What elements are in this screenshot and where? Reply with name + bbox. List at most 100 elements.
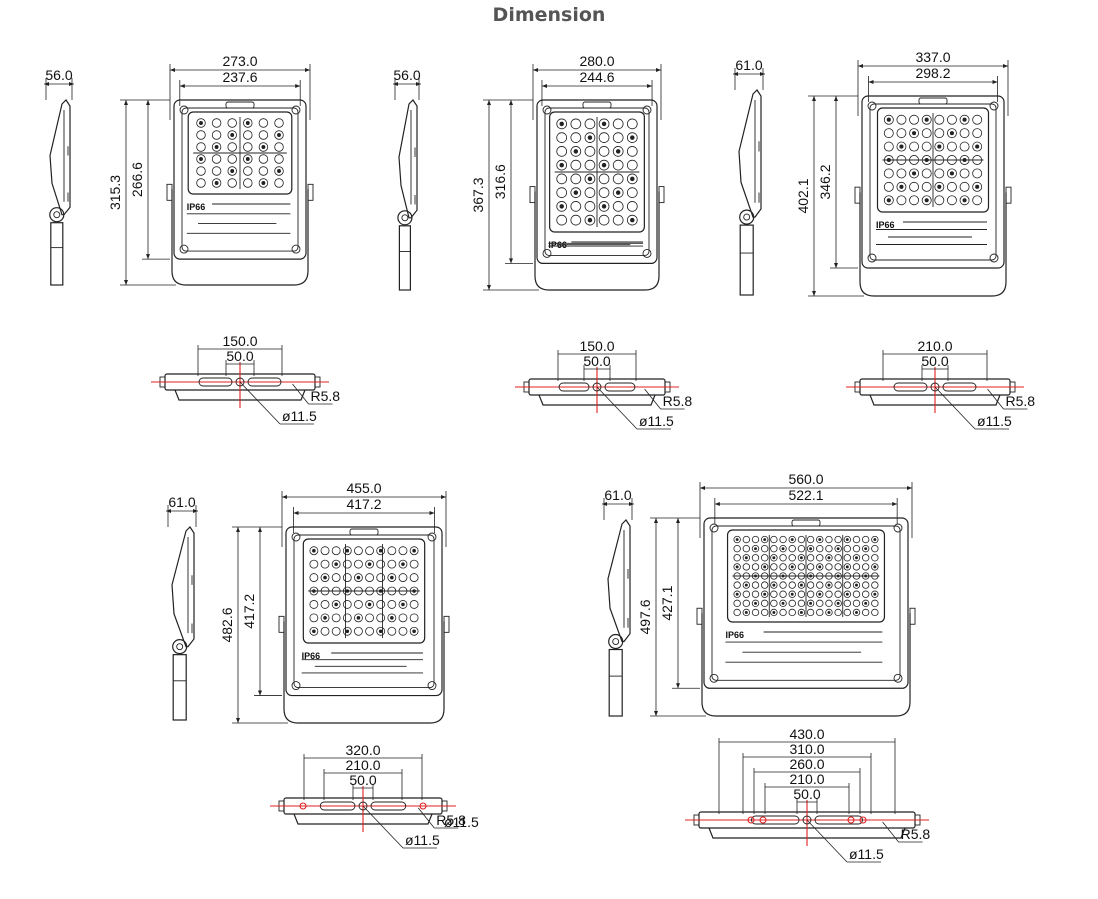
led-core bbox=[573, 190, 579, 195]
led bbox=[761, 544, 769, 553]
led bbox=[770, 581, 778, 589]
led-core bbox=[827, 556, 831, 560]
mount-slot bbox=[751, 815, 800, 825]
mount-bracket bbox=[859, 192, 1007, 297]
led bbox=[211, 154, 222, 164]
side-depth-label: 61.0 bbox=[735, 57, 762, 73]
led bbox=[816, 535, 824, 544]
led-core bbox=[356, 575, 361, 580]
led bbox=[598, 214, 610, 226]
led-core bbox=[827, 610, 831, 614]
led bbox=[584, 118, 596, 130]
housing bbox=[536, 99, 658, 264]
led bbox=[751, 563, 760, 571]
led bbox=[376, 546, 386, 556]
led bbox=[211, 130, 222, 140]
led bbox=[309, 559, 319, 569]
led bbox=[883, 195, 894, 206]
led bbox=[843, 563, 851, 571]
side-body bbox=[738, 89, 762, 218]
led-core bbox=[763, 565, 767, 569]
led bbox=[806, 590, 815, 598]
mount-slot bbox=[319, 801, 356, 811]
arrowhead bbox=[295, 84, 301, 88]
led bbox=[843, 590, 851, 598]
led bbox=[751, 608, 760, 617]
led bbox=[921, 181, 932, 192]
led bbox=[834, 544, 842, 553]
side-detail bbox=[623, 530, 629, 628]
led bbox=[342, 573, 352, 582]
led bbox=[871, 554, 879, 562]
led bbox=[196, 166, 206, 176]
led-core bbox=[323, 616, 327, 620]
led bbox=[584, 187, 596, 198]
slot-radius-label: R5.8 bbox=[663, 393, 693, 409]
led bbox=[751, 581, 760, 589]
led-core bbox=[754, 601, 757, 605]
arrowhead bbox=[812, 291, 816, 296]
line bbox=[417, 807, 435, 829]
bracket-pivot-center bbox=[743, 213, 751, 221]
led-core bbox=[378, 629, 383, 634]
led-core bbox=[615, 149, 621, 154]
led bbox=[788, 590, 796, 598]
screw-icon bbox=[642, 105, 652, 115]
led bbox=[834, 590, 842, 598]
led bbox=[816, 581, 824, 589]
bracket-spacing-label: 50.0 bbox=[226, 348, 253, 364]
led bbox=[258, 118, 269, 128]
led bbox=[354, 600, 363, 609]
arrowhead bbox=[868, 80, 874, 84]
bracket-spacing-label: 260.0 bbox=[789, 756, 824, 772]
led-core bbox=[214, 181, 219, 185]
led bbox=[871, 581, 879, 589]
arrowhead bbox=[166, 509, 171, 513]
led bbox=[921, 114, 932, 125]
led bbox=[934, 181, 945, 192]
led-window bbox=[302, 538, 426, 644]
led bbox=[320, 613, 330, 623]
led-core bbox=[735, 538, 739, 542]
arrowhead bbox=[258, 690, 262, 696]
led bbox=[387, 573, 397, 582]
led bbox=[834, 608, 842, 617]
led bbox=[398, 559, 408, 569]
arrowhead bbox=[733, 72, 738, 76]
led-core bbox=[744, 610, 748, 614]
led bbox=[852, 608, 861, 617]
led bbox=[797, 544, 806, 553]
led-window bbox=[726, 529, 886, 623]
line bbox=[596, 386, 638, 430]
side-body bbox=[398, 99, 418, 219]
arrowhead bbox=[858, 64, 863, 68]
led bbox=[570, 132, 582, 143]
led bbox=[626, 159, 638, 171]
led bbox=[779, 563, 787, 571]
led bbox=[751, 544, 760, 553]
bracket-spacing-label: 50.0 bbox=[921, 353, 948, 369]
led bbox=[243, 118, 253, 128]
led bbox=[761, 535, 769, 544]
led bbox=[227, 166, 237, 176]
arrowhead bbox=[124, 280, 128, 285]
line bbox=[644, 388, 661, 410]
arrowhead bbox=[700, 486, 705, 490]
led bbox=[227, 178, 237, 188]
led bbox=[788, 599, 796, 608]
led bbox=[761, 581, 769, 589]
led bbox=[556, 214, 568, 226]
slot-radius-label: R5.8 bbox=[436, 812, 466, 828]
led bbox=[934, 128, 945, 139]
led-core bbox=[924, 117, 929, 122]
led-core bbox=[735, 592, 739, 596]
inner-height-label: 346.2 bbox=[817, 164, 833, 199]
led bbox=[342, 559, 352, 569]
side-depth-label: 61.0 bbox=[168, 494, 195, 510]
led bbox=[852, 544, 861, 553]
led bbox=[959, 181, 970, 192]
led-core bbox=[630, 135, 635, 140]
led bbox=[626, 132, 638, 143]
led bbox=[972, 114, 983, 125]
led-core bbox=[230, 133, 235, 137]
